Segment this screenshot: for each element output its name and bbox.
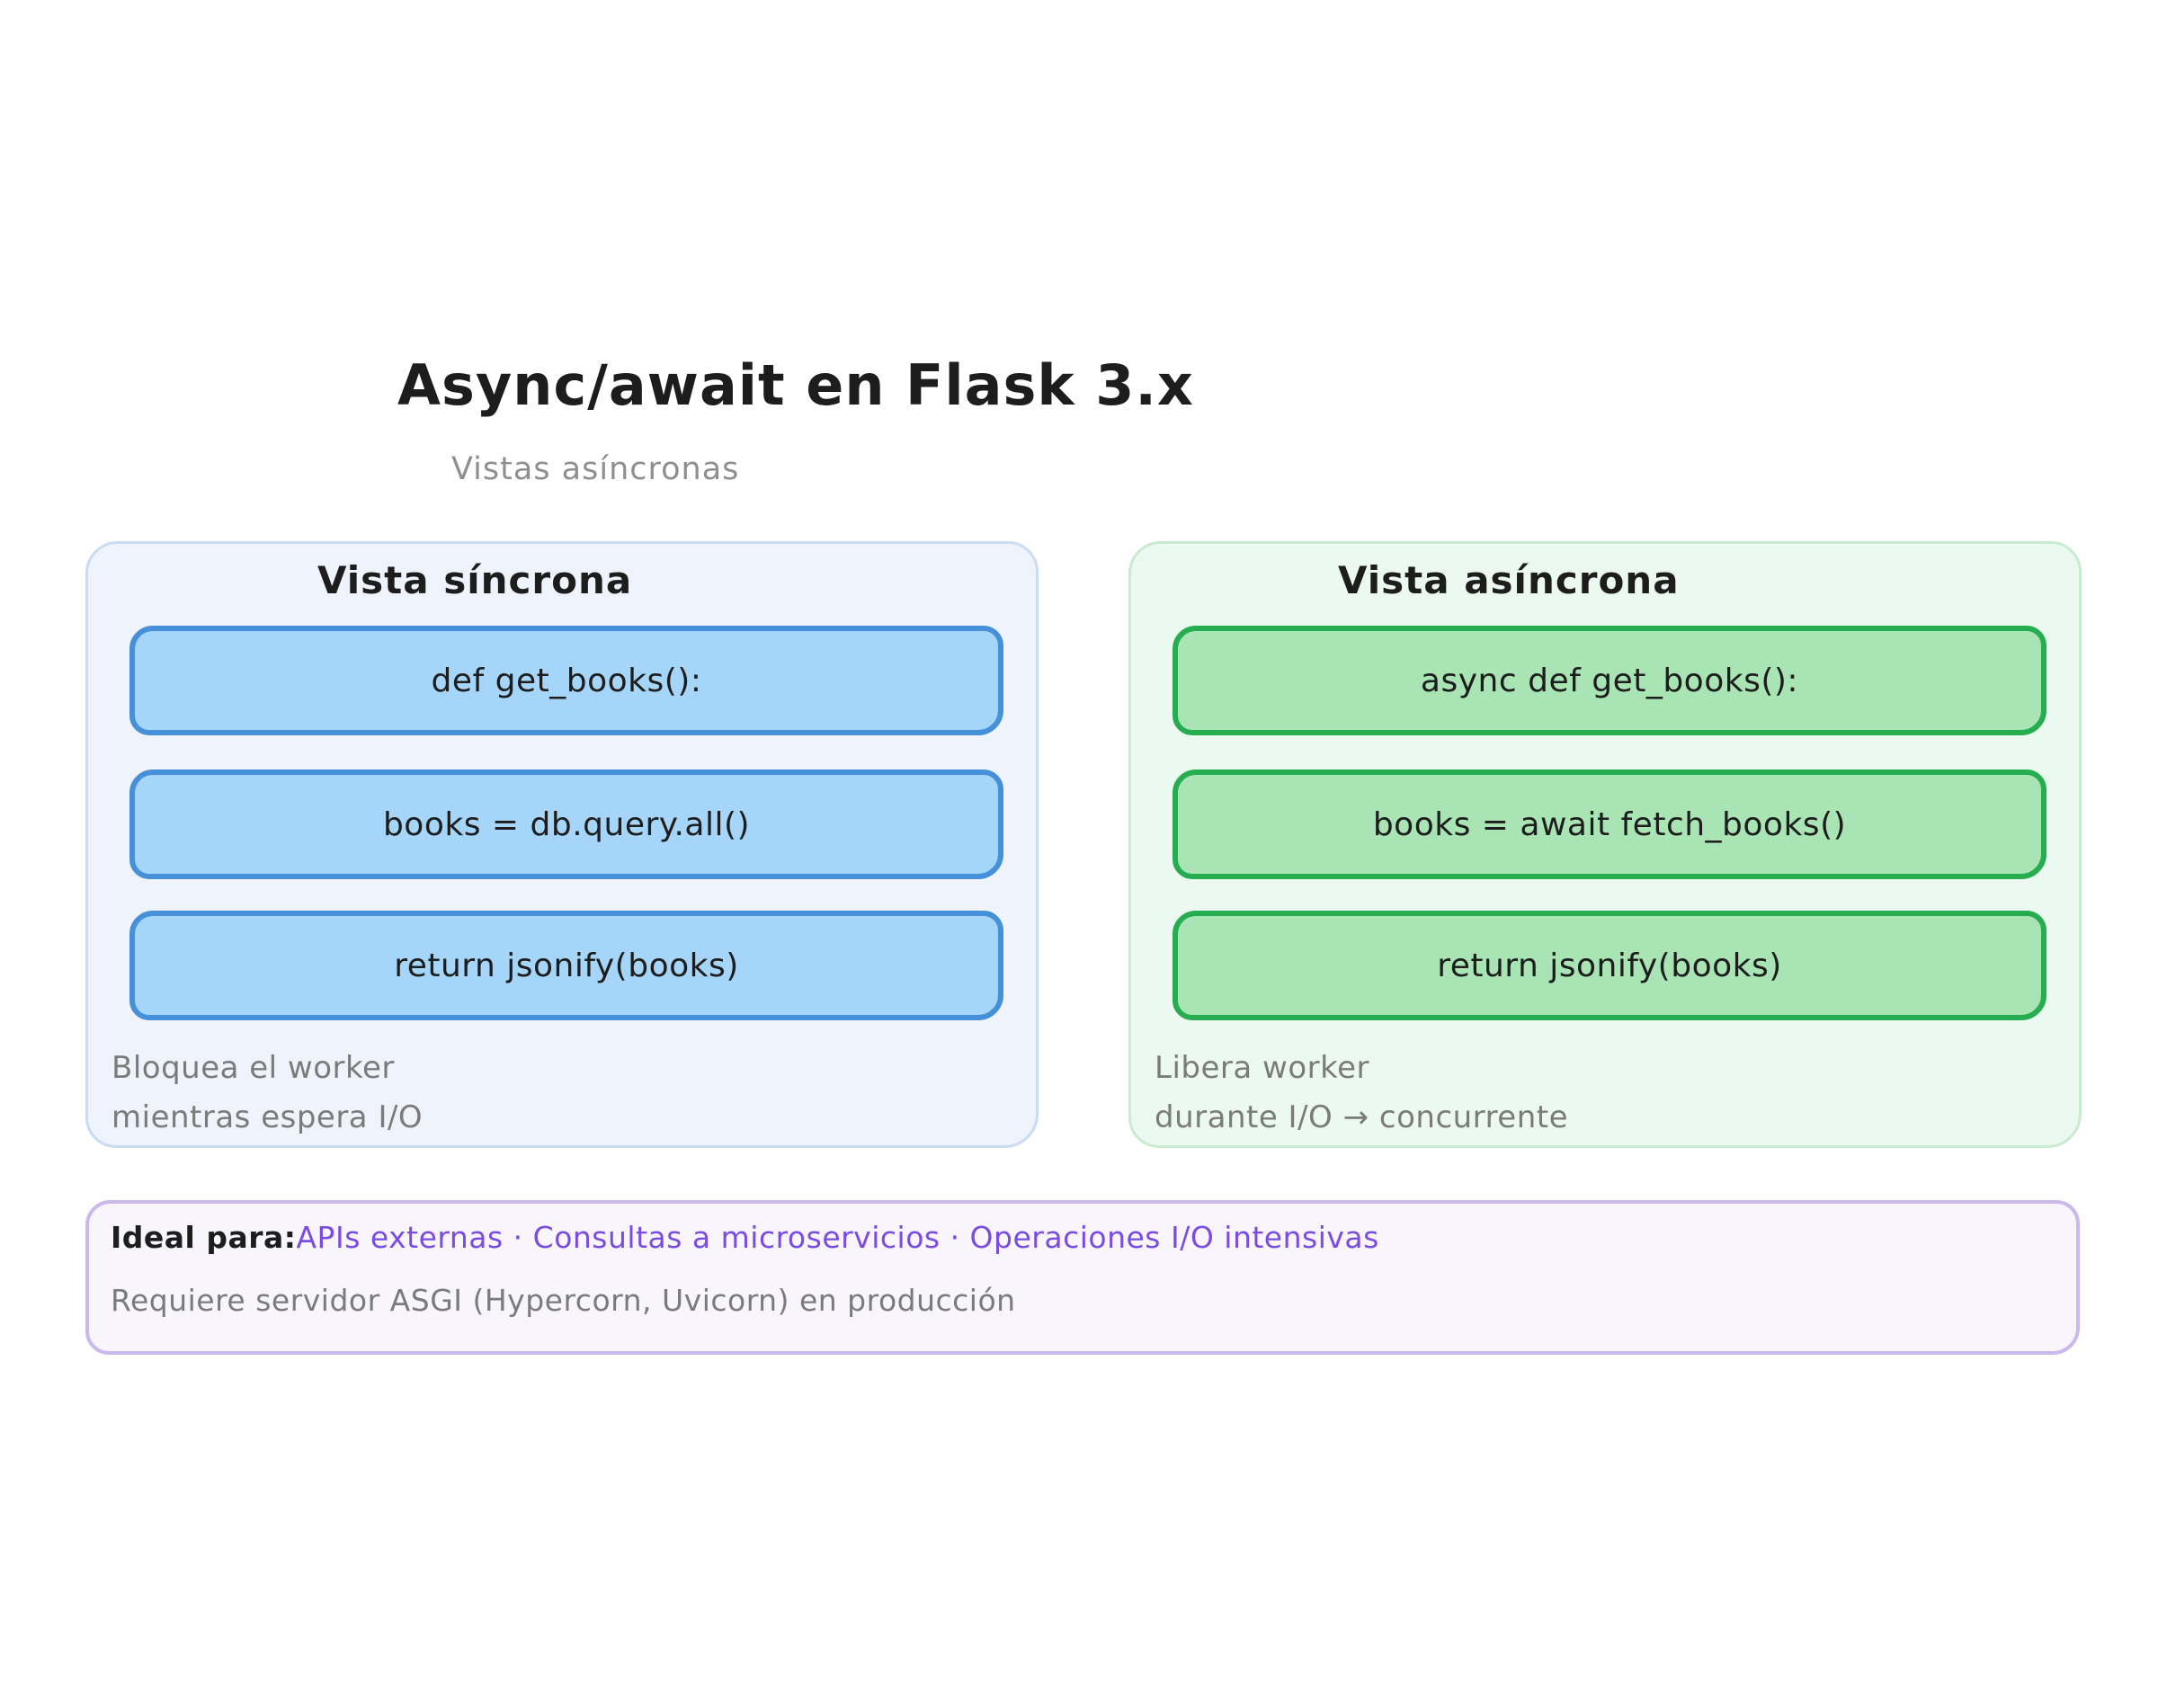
sync-code-box-return: return jsonify(books)	[129, 911, 1003, 1020]
footer-asgi-note: Requiere servidor ASGI (Hypercorn, Uvico…	[111, 1283, 1016, 1318]
sync-caption-line-2: mientras espera I/O	[111, 1099, 424, 1136]
async-code-box-await: books = await fetch_books()	[1173, 769, 2047, 879]
async-code-text-await: books = await fetch_books()	[1372, 805, 1847, 843]
sync-panel-caption: Bloquea el worker mientras espera I/O	[111, 1044, 423, 1143]
async-code-text-return: return jsonify(books)	[1437, 947, 1782, 984]
footer-ideal-label: Ideal para:	[111, 1220, 297, 1255]
async-view-panel: Vista asíncrona async def get_books(): b…	[1128, 541, 2082, 1148]
sync-code-box-def: def get_books():	[129, 626, 1003, 735]
sync-view-panel: Vista síncrona def get_books(): books = …	[85, 541, 1039, 1148]
page-subtitle: Vistas asíncronas	[451, 451, 740, 487]
async-caption-line-2: durante I/O → concurrente	[1155, 1099, 1569, 1136]
async-code-text-def: async def get_books():	[1420, 662, 1799, 699]
async-code-box-def: async def get_books():	[1173, 626, 2047, 735]
async-caption-line-1: Libera worker	[1155, 1050, 1369, 1086]
sync-code-text-def: def get_books():	[431, 662, 702, 699]
footer-note-box: Ideal para:APIs externas · Consultas a m…	[85, 1200, 2080, 1355]
footer-ideal-highlight: APIs externas · Consultas a microservici…	[296, 1220, 1379, 1255]
page-title: Async/await en Flask 3.x	[397, 352, 1194, 418]
sync-code-text-return: return jsonify(books)	[394, 947, 739, 984]
async-code-box-return: return jsonify(books)	[1173, 911, 2047, 1020]
sync-code-text-query: books = db.query.all()	[382, 805, 751, 843]
sync-code-box-query: books = db.query.all()	[129, 769, 1003, 879]
footer-ideal-line: Ideal para:APIs externas · Consultas a m…	[111, 1220, 1379, 1255]
sync-caption-line-1: Bloquea el worker	[111, 1050, 395, 1086]
sync-panel-header: Vista síncrona	[317, 558, 633, 602]
async-panel-caption: Libera worker durante I/O → concurrente	[1155, 1044, 1568, 1143]
async-panel-header: Vista asíncrona	[1338, 558, 1680, 602]
